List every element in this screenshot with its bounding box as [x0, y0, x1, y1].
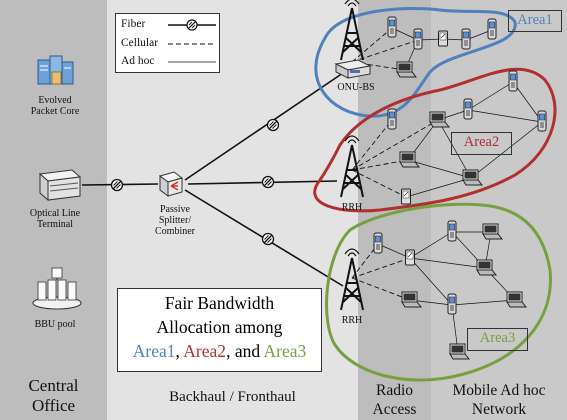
- pda-icon: [401, 188, 411, 205]
- laptop-icon: [476, 259, 497, 276]
- area1-label: Area1: [508, 10, 562, 32]
- rrh-tower-icon-1: [340, 135, 364, 198]
- fair-box-line3: Area1, Area2, and Area3: [118, 339, 321, 363]
- laptop-icon: [429, 111, 450, 128]
- legend-cellular-label: Cellular: [121, 37, 159, 49]
- phone-icon: [463, 98, 473, 120]
- central-office-label: Central Office: [28, 376, 79, 415]
- pda-icon: [438, 30, 448, 47]
- onu-bs-label: ONU-BS: [337, 82, 375, 93]
- laptop-icon: [506, 291, 527, 308]
- phone-icon: [508, 70, 518, 92]
- phone-icon: [487, 18, 497, 40]
- manet-label: Mobile Ad hoc Network: [452, 382, 546, 418]
- area1-outline: [314, 6, 517, 118]
- legend-adhoc-label: Ad hoc: [121, 55, 155, 67]
- olt-label: Optical Line Terminal: [29, 208, 81, 230]
- onu-bs-tower-icon: [340, 0, 364, 61]
- bbu-label: BBU pool: [34, 319, 76, 330]
- fiber-links: [81, 72, 344, 287]
- legend: Fiber Cellular Ad hoc: [115, 13, 220, 73]
- fair-box-line1: Fair Bandwidth: [164, 293, 275, 313]
- phone-icon: [537, 110, 547, 132]
- fair-box-area3: Area3: [263, 341, 307, 361]
- rrh-label-2: RRH: [341, 315, 363, 326]
- laptop-icon: [399, 151, 420, 168]
- area3-label: Area3: [467, 328, 528, 351]
- area2-outline: [313, 67, 557, 213]
- fair-bandwidth-box: Fair Bandwidth Allocation among Area1, A…: [117, 288, 322, 372]
- laptop-icon: [396, 61, 417, 78]
- phone-icon: [387, 16, 397, 38]
- phone-icon: [461, 28, 471, 50]
- rrh-label-1: RRH: [341, 202, 363, 213]
- passive-splitter-icon: [158, 171, 184, 197]
- area3-outline: [325, 202, 552, 382]
- phone-icon: [447, 220, 457, 242]
- onu-bs-box-icon: [334, 59, 372, 79]
- area1-devices: [387, 16, 497, 78]
- epc-label: Evolved Packet Core: [30, 95, 80, 117]
- splitter-label: Passive Splitter/ Combiner: [155, 204, 195, 237]
- legend-swatches: [168, 19, 216, 63]
- laptop-icon: [462, 169, 483, 186]
- laptop-icon: [401, 291, 422, 308]
- phone-icon: [373, 232, 383, 254]
- legend-fiber-label: Fiber: [121, 18, 146, 30]
- laptop-icon: [482, 223, 503, 240]
- fair-box-line2: Allocation among: [156, 317, 283, 337]
- radio-access-label: Radio Access: [372, 382, 417, 418]
- phone-icon: [387, 108, 397, 130]
- backhaul-label: Backhaul / Fronthaul: [169, 389, 296, 405]
- phone-icon: [447, 293, 457, 315]
- fair-box-sep2: , and: [226, 341, 264, 361]
- optical-line-terminal-icon: [38, 169, 82, 202]
- area2-label: Area2: [451, 132, 512, 155]
- fair-box-area2: Area2: [183, 341, 227, 361]
- fair-box-area1: Area1: [132, 341, 176, 361]
- evolved-packet-core-icon: [37, 55, 74, 85]
- rrh-tower-icon-2: [340, 248, 364, 311]
- fair-box-sep1: ,: [175, 341, 184, 361]
- area2-links: [351, 81, 543, 198]
- pda-icon: [405, 249, 415, 266]
- bbu-pool-icon: [32, 267, 82, 310]
- phone-icon: [413, 28, 423, 50]
